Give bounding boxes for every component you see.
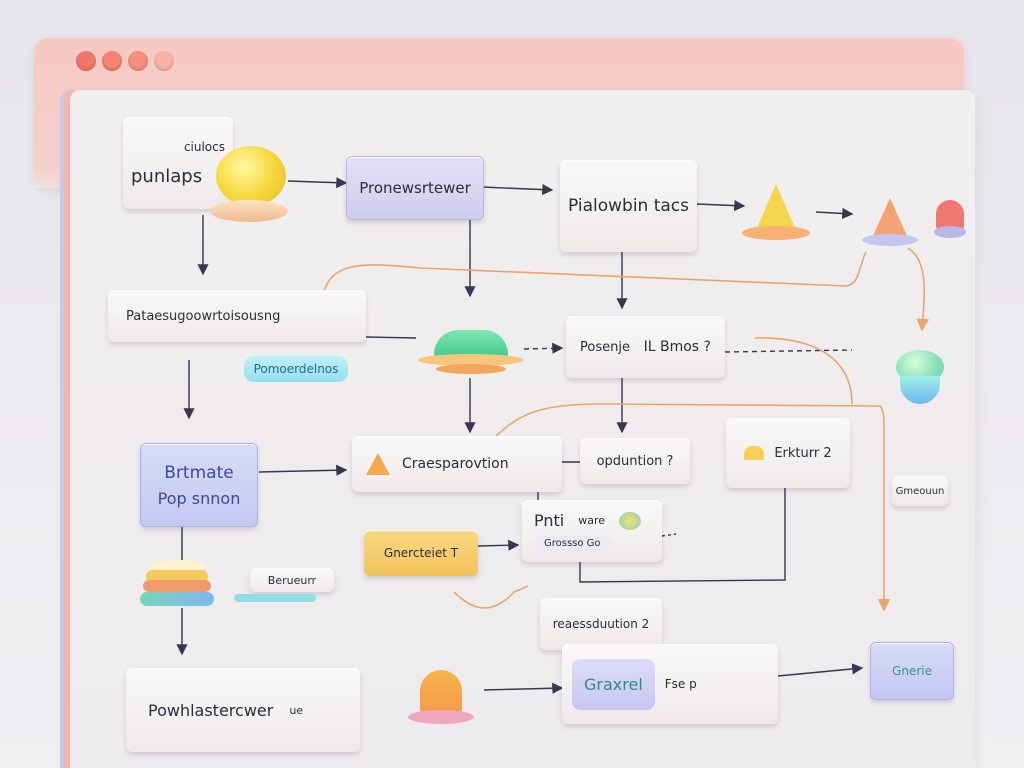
node-title: punlaps	[131, 165, 203, 187]
underline-bar	[234, 594, 316, 602]
window-close-icon[interactable]	[76, 51, 96, 71]
node-title: Brtmate	[164, 462, 234, 483]
node-subtitle: IL Bmos ?	[643, 339, 711, 355]
node-title: Gmeouun	[895, 485, 945, 497]
node-title-row: Pnti ware	[534, 511, 642, 530]
node-pomoerdelnos[interactable]: Pomoerdelnos	[244, 356, 348, 382]
node-erkturr[interactable]: Erkturr 2	[726, 418, 850, 488]
node-suffix: Fse p	[664, 677, 697, 691]
node-title: Berueurr	[267, 573, 317, 587]
node-title: Pnti	[534, 511, 565, 530]
node-title: reaessduution 2	[552, 617, 650, 631]
cake-icon	[744, 446, 765, 460]
node-gnerie[interactable]: Gnerie	[870, 642, 954, 700]
node-opduntion[interactable]: opduntion ?	[580, 438, 690, 484]
window-minimize-icon[interactable]	[102, 51, 122, 71]
node-brtmate[interactable]: Brtmate Pop snnon	[140, 443, 258, 527]
node-title: Pialowbin tacs	[567, 196, 690, 216]
cone-icon	[742, 184, 810, 242]
node-title: Posenje	[580, 339, 630, 355]
yellow-sphere-icon	[216, 146, 286, 206]
node-gnercteiet[interactable]: Gnercteiet T	[364, 530, 478, 576]
node-graxrel[interactable]: Graxrel Fse p	[562, 644, 778, 724]
node-suffix: ue	[289, 703, 304, 717]
cake-icon	[418, 330, 524, 378]
node-powhlastercwer[interactable]: Powhlastercwer ue	[126, 668, 360, 752]
cone-icon	[934, 200, 966, 240]
cone-icon	[862, 198, 918, 248]
node-caption: ciulocs	[183, 139, 225, 154]
node-title: Gnerie	[892, 664, 932, 678]
node-title: Powhlastercwer	[148, 700, 274, 720]
gem-icon	[896, 350, 944, 410]
node-craesparovtion[interactable]: Craesparovtion	[352, 436, 562, 492]
cone-icon	[366, 453, 390, 475]
node-title: opduntion ?	[596, 453, 674, 469]
node-grossso-go[interactable]: Grossso Go	[534, 536, 611, 551]
node-subtitle: ware	[578, 514, 606, 527]
node-title: Craesparovtion	[402, 456, 509, 472]
node-ciulocs[interactable]: ciulocs punlaps	[123, 117, 233, 209]
stack-icon	[140, 560, 214, 610]
window-extra-icon[interactable]	[154, 51, 174, 71]
window-maximize-icon[interactable]	[128, 51, 148, 71]
node-title: Pronewsrtewer	[359, 179, 471, 197]
gem-icon	[619, 511, 642, 530]
node-pnti[interactable]: Pnti ware Grossso Go	[522, 500, 662, 562]
node-gmeouun[interactable]: Gmeouun	[892, 476, 948, 506]
cone-icon	[408, 670, 474, 726]
node-title: Gnercteiet T	[383, 546, 459, 560]
node-title: Pataesugoowrtoisousng	[126, 308, 281, 324]
node-reaessduution[interactable]: reaessduution 2	[540, 598, 662, 650]
node-posenje[interactable]: Posenje IL Bmos ?	[566, 316, 725, 378]
node-pataesugoowrtoisousng[interactable]: Pataesugoowrtoisousng	[108, 290, 366, 342]
node-subtitle: Pop snnon	[157, 488, 241, 508]
graxrel-badge: Graxrel	[572, 658, 655, 710]
node-pialowbin-tacs[interactable]: Pialowbin tacs	[560, 160, 697, 252]
sphere-base-icon	[210, 200, 288, 222]
node-berueurr[interactable]: Berueurr	[250, 568, 334, 592]
node-title: Erkturr 2	[774, 445, 832, 461]
node-pronewsrtewer[interactable]: Pronewsrtewer	[346, 156, 484, 220]
